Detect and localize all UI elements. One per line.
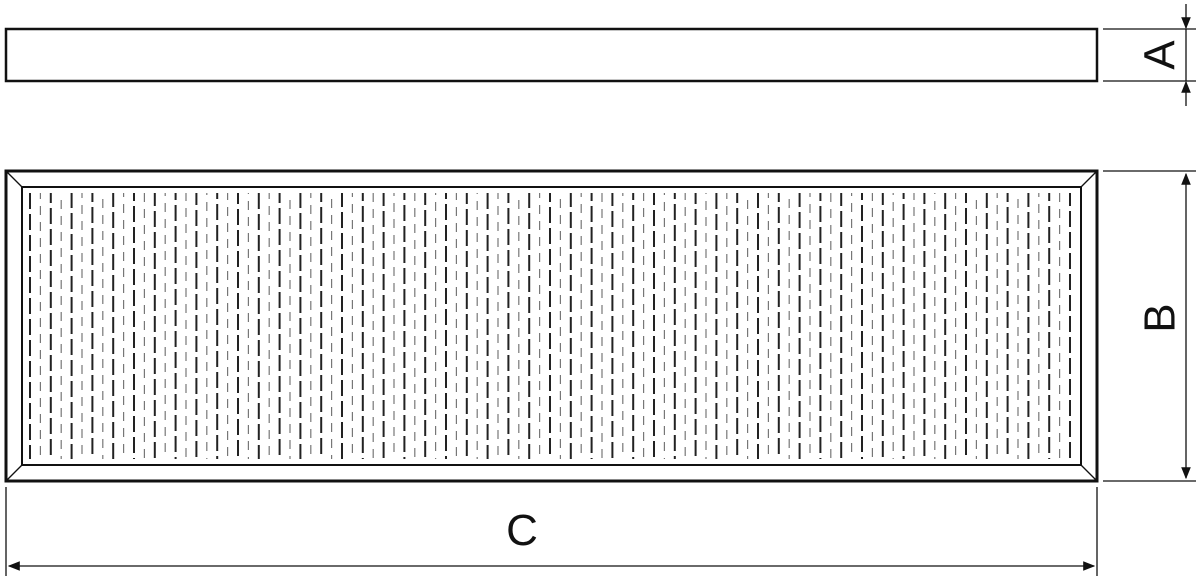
frame-corner-bevels xyxy=(5,170,1098,482)
side-view-outline xyxy=(4,27,1099,83)
filter-frame-inner xyxy=(21,186,1082,466)
dimension-a-label: A xyxy=(1136,40,1185,70)
front-view xyxy=(4,169,1099,483)
dimension-c-label: C xyxy=(506,506,538,555)
dimension-c: C xyxy=(5,487,1098,576)
dimension-b: B xyxy=(1103,170,1196,482)
filter-frame-outer xyxy=(4,169,1099,483)
dimension-a: A xyxy=(1103,4,1196,106)
dimension-b-label: B xyxy=(1136,303,1185,332)
filter-pleats xyxy=(29,193,1071,459)
side-view xyxy=(4,27,1099,83)
